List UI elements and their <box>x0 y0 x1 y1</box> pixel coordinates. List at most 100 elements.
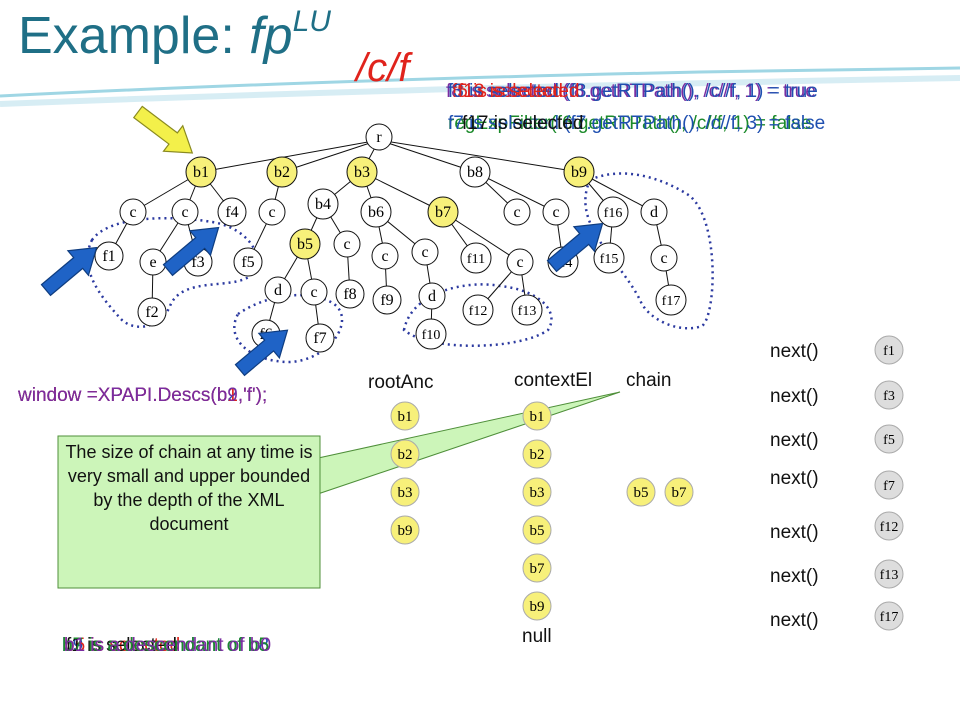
svg-text:c: c <box>513 204 520 221</box>
header-swoosh <box>0 66 960 107</box>
node-c5: c <box>542 198 570 226</box>
node-c10: c <box>650 244 678 272</box>
node-b8: b8 <box>459 156 491 188</box>
svg-text:c: c <box>516 254 523 271</box>
blue-arrow-f16 <box>546 222 604 273</box>
svg-text:c: c <box>129 204 136 221</box>
overlay-f8: f8 is selected (f8.getRTPath(), /c//f, 1… <box>446 81 816 102</box>
svg-text:d: d <box>274 282 282 299</box>
svg-text:b7: b7 <box>530 561 546 577</box>
next-label-7: next() <box>770 610 819 631</box>
next-result: f7 <box>874 470 904 500</box>
svg-text:d: d <box>650 204 658 221</box>
svg-text:c: c <box>660 250 667 267</box>
svg-text:d: d <box>428 288 436 305</box>
node-c9: c <box>506 248 534 276</box>
svg-text:f9: f9 <box>380 292 393 309</box>
node-e: e <box>139 248 167 276</box>
svg-text:f5: f5 <box>241 254 254 271</box>
overlay-b7: b7 is a descendant of b5 <box>62 635 270 656</box>
node-f15: f15 <box>593 242 625 274</box>
svg-text:b6: b6 <box>368 204 384 221</box>
svg-text:b1: b1 <box>193 164 209 181</box>
svg-text:f12: f12 <box>880 520 899 535</box>
svg-text:f2: f2 <box>145 304 158 321</box>
svg-text:b2: b2 <box>274 164 290 181</box>
rootanc-header: rootAnc <box>368 372 434 393</box>
chain-item: b7 <box>664 477 694 507</box>
next-result: f3 <box>874 380 904 410</box>
svg-text:b7: b7 <box>672 485 688 501</box>
node-c2: c <box>171 198 199 226</box>
svg-text:f11: f11 <box>467 252 485 267</box>
window-call-b1: window =XPAPI.Descs(b1,'f'); <box>18 385 268 406</box>
svg-text:b9: b9 <box>398 523 413 539</box>
blue-arrow-f6 <box>234 329 289 377</box>
rootanc-stack: b1 b2 b3 b9 <box>390 401 420 545</box>
title-fp: fp <box>249 7 293 65</box>
node-d1: d <box>640 198 668 226</box>
svg-text:b3: b3 <box>530 485 545 501</box>
node-c6: c <box>333 230 361 258</box>
svg-text:b2: b2 <box>398 447 413 463</box>
svg-text:f5: f5 <box>883 433 895 448</box>
contextel-stack: b1 b2 b3 b5 b7 b9 <box>522 401 552 621</box>
svg-text:b9: b9 <box>530 599 545 615</box>
node-f8: f8 <box>335 279 365 309</box>
overlay-f7: f7 is selected (f7.getRTPath(), /c//f, 3… <box>448 113 826 134</box>
next-result: f1 <box>874 335 904 365</box>
contextel-item: b1 <box>522 401 552 431</box>
slide-title: Example: fpLU <box>18 4 331 66</box>
svg-text:b3: b3 <box>398 485 413 501</box>
next-result: f12 <box>874 511 904 541</box>
callout-pointer <box>299 391 621 501</box>
svg-text:f4: f4 <box>225 204 238 221</box>
svg-text:f13: f13 <box>880 568 899 583</box>
node-b2: b2 <box>266 156 298 188</box>
chain-header: chain <box>626 370 672 391</box>
next-label-6: next() <box>770 566 819 587</box>
callout-text: The size of chain at any time is very sm… <box>65 442 313 534</box>
svg-text:c: c <box>310 284 317 301</box>
overlay-f5: f5 is selected <box>452 81 563 102</box>
node-f9: f9 <box>372 285 402 315</box>
node-f4: f4 <box>217 197 247 227</box>
overlay-f13: f13 is selected <box>458 81 580 102</box>
svg-text:f15: f15 <box>600 252 619 267</box>
blue-arrow-f1 <box>40 246 98 297</box>
svg-text:b5: b5 <box>634 485 649 501</box>
node-f10: f10 <box>415 318 447 350</box>
node-c3: c <box>258 198 286 226</box>
callout-box <box>57 435 321 589</box>
rootanc-item: b3 <box>390 477 420 507</box>
contextel-item: b2 <box>522 439 552 469</box>
overlay-f3: f3 is selected (f3.getRTPath(), /c//f, 1… <box>448 81 818 102</box>
overlay-b9: b9 is a descendant of b8 <box>62 635 270 656</box>
svg-text:b2: b2 <box>530 447 545 463</box>
node-c11: c <box>300 278 328 306</box>
node-r: r <box>365 123 393 151</box>
node-b3: b3 <box>346 156 378 188</box>
svg-text:f17: f17 <box>662 294 681 309</box>
svg-text:c: c <box>381 248 388 265</box>
svg-text:b4: b4 <box>315 196 331 213</box>
node-f1: f1 <box>94 241 124 271</box>
node-d3: d <box>418 282 446 310</box>
svg-text:f8: f8 <box>343 286 356 303</box>
node-f7: f7 <box>305 323 335 353</box>
svg-text:r: r <box>376 129 382 146</box>
node-f11: f11 <box>460 242 492 274</box>
node-c7: c <box>371 242 399 270</box>
svg-text:f17: f17 <box>880 610 899 625</box>
svg-text:f13: f13 <box>518 304 537 319</box>
title-superscript: LU <box>292 4 331 38</box>
next-result: f5 <box>874 424 904 454</box>
svg-text:b5: b5 <box>297 236 313 253</box>
svg-text:c: c <box>181 204 188 221</box>
svg-text:f3: f3 <box>883 389 895 404</box>
svg-text:c: c <box>343 236 350 253</box>
node-f2: f2 <box>137 297 167 327</box>
svg-text:f7: f7 <box>313 330 326 347</box>
chain-stack: b5 b7 <box>626 477 694 507</box>
svg-text:b5: b5 <box>530 523 545 539</box>
